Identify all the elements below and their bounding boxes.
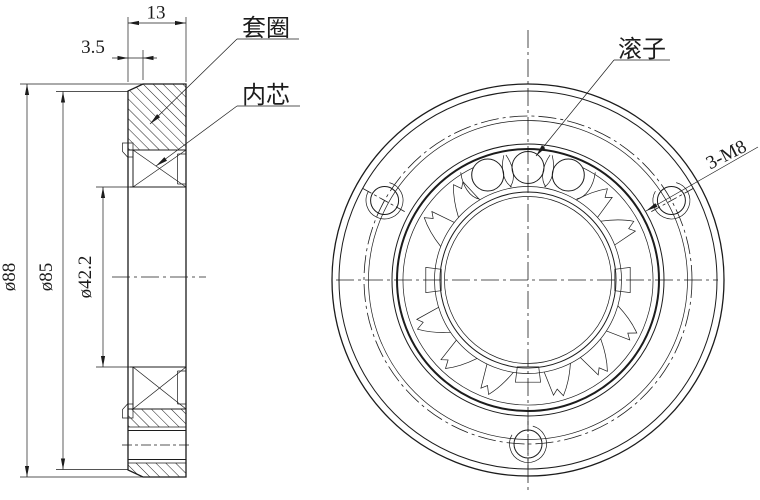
dim-step-width: 3.5 bbox=[81, 37, 105, 58]
dim-ring-width: 13 bbox=[147, 3, 166, 24]
outer-ring-label: 套圈 bbox=[242, 14, 290, 42]
dim-outer-diameter: ø88 bbox=[0, 263, 20, 292]
thread-spec-label: 3-M8 bbox=[703, 136, 750, 174]
callout-inner-core: 内芯 bbox=[155, 81, 300, 167]
callouts-left: 套圈 内芯 bbox=[149, 14, 300, 167]
dim-bore-diameter: ø42.2 bbox=[75, 256, 96, 299]
cage-lip-bottom bbox=[122, 403, 134, 419]
star-wheel-and-holes bbox=[360, 151, 696, 471]
front-view bbox=[331, 30, 725, 492]
callout-roller: 滚子 bbox=[535, 35, 670, 157]
roller-label: 滚子 bbox=[618, 35, 666, 63]
outer-ring-hatch-bottom1 bbox=[128, 409, 186, 427]
dimensions: 13 3.5 ø88 ø85 ø42.2 bbox=[0, 3, 187, 478]
inner-core-label: 内芯 bbox=[242, 81, 290, 109]
cage-lip-top bbox=[122, 142, 134, 158]
callouts-front: 滚子 3-M8 bbox=[535, 35, 759, 212]
m8-hole-section bbox=[122, 430, 192, 460]
outer-ring-hatch-bottom2 bbox=[128, 463, 186, 477]
roller-section-top bbox=[122, 142, 187, 188]
left-section-view bbox=[112, 83, 206, 478]
callout-outer-ring: 套圈 bbox=[149, 14, 299, 125]
roller-section-bottom bbox=[122, 366, 187, 419]
dim-step-diameter: ø85 bbox=[36, 263, 57, 292]
